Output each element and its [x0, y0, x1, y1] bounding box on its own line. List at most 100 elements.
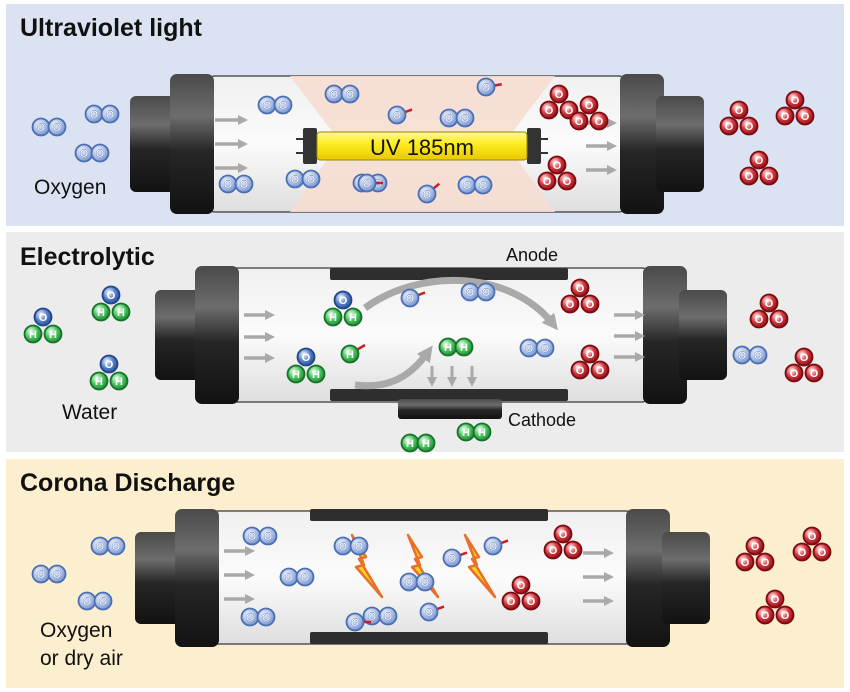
corona-top-electrode: [310, 509, 548, 521]
uv-left-cap-outer: [130, 96, 178, 192]
svg-text:O: O: [248, 531, 257, 543]
ozone-atom: O: [579, 95, 599, 115]
oxygen-atom: O: [31, 117, 51, 137]
ozone-atom: O: [765, 589, 785, 609]
svg-text:O: O: [745, 171, 754, 183]
hydrogen-atom: H: [286, 364, 306, 384]
corona-left-cap-outer: [135, 532, 183, 624]
uv-left-cap-inner: [170, 74, 214, 214]
svg-text:O: O: [818, 547, 827, 559]
svg-text:H: H: [49, 329, 57, 341]
svg-text:O: O: [96, 148, 105, 160]
oxygen-atom: O: [400, 288, 420, 308]
svg-text:O: O: [585, 100, 594, 112]
hydrogen-atom: H: [472, 422, 492, 442]
corona-input-label-line1: Oxygen: [40, 619, 112, 642]
ozone-atom: O: [511, 575, 531, 595]
water-oxygen-atom: O: [99, 354, 119, 374]
svg-text:H: H: [406, 438, 414, 450]
ozone-atom: O: [569, 111, 589, 131]
svg-text:O: O: [482, 82, 491, 94]
oxygen-atom: O: [218, 174, 238, 194]
svg-text:O: O: [517, 580, 526, 592]
svg-text:O: O: [545, 105, 554, 117]
ozone-atom: O: [739, 116, 759, 136]
svg-text:O: O: [307, 174, 316, 186]
svg-text:O: O: [105, 359, 114, 371]
hydrogen-atom: H: [43, 324, 63, 344]
oxygen-atom: O: [234, 174, 254, 194]
oxygen-radical-icon: O: [483, 536, 509, 556]
oxygen-atom: O: [100, 104, 120, 124]
ozone-atom: O: [769, 309, 789, 329]
svg-text:O: O: [745, 121, 754, 133]
oxygen-atom: O: [399, 572, 419, 592]
ozone-atom: O: [784, 363, 804, 383]
hydrogen-atom: H: [400, 433, 420, 453]
oxygen-atom: O: [31, 564, 51, 584]
oxygen-atom: O: [240, 607, 260, 627]
svg-text:O: O: [112, 541, 121, 553]
lightning-bolt-icon: [406, 533, 440, 599]
oxygen-atom: O: [476, 282, 496, 302]
svg-text:O: O: [291, 174, 300, 186]
svg-text:O: O: [755, 314, 764, 326]
svg-text:O: O: [569, 545, 578, 557]
svg-text:H: H: [462, 427, 470, 439]
svg-text:H: H: [292, 369, 300, 381]
svg-text:H: H: [349, 312, 357, 324]
ozone-atom: O: [553, 524, 573, 544]
svg-text:O: O: [765, 171, 774, 183]
uv-right-cap-inner: [620, 74, 664, 214]
ozone-atom: O: [580, 294, 600, 314]
svg-text:O: O: [406, 293, 415, 305]
oxygen-radical-icon: O: [419, 602, 445, 622]
hydrogen-atom: H: [23, 324, 43, 344]
oxygen-atom: O: [483, 536, 503, 556]
lightning-bolt-icon: [463, 533, 497, 599]
svg-text:O: O: [83, 596, 92, 608]
ozone-atom: O: [812, 542, 832, 562]
oxygen-atom: O: [324, 84, 344, 104]
ozone-atom: O: [549, 84, 569, 104]
svg-text:O: O: [80, 148, 89, 160]
svg-text:O: O: [262, 612, 271, 624]
svg-text:O: O: [53, 569, 62, 581]
svg-text:O: O: [800, 352, 809, 364]
svg-text:O: O: [725, 121, 734, 133]
svg-text:O: O: [543, 176, 552, 188]
svg-text:O: O: [423, 189, 432, 201]
oxygen-atom: O: [519, 338, 539, 358]
svg-text:O: O: [264, 531, 273, 543]
ozone-atom: O: [749, 309, 769, 329]
oxygen-atom: O: [387, 105, 407, 125]
electrolytic-right-cap-outer: [679, 290, 727, 380]
svg-text:H: H: [478, 427, 486, 439]
oxygen-radical-icon: O: [400, 288, 426, 308]
corona-left-cap-inner: [175, 509, 219, 647]
electrolytic-left-cap-outer: [155, 290, 203, 380]
uv-generator: UV 185nm Oxygen: [34, 74, 704, 214]
svg-text:O: O: [775, 314, 784, 326]
svg-text:O: O: [405, 577, 414, 589]
ozone-atom: O: [749, 150, 769, 170]
svg-text:O: O: [565, 105, 574, 117]
corona-section-title: Corona Discharge: [20, 469, 236, 497]
svg-text:H: H: [95, 376, 103, 388]
svg-text:O: O: [479, 180, 488, 192]
svg-text:O: O: [384, 611, 393, 623]
svg-text:O: O: [781, 610, 790, 622]
svg-text:O: O: [96, 541, 105, 553]
svg-text:O: O: [771, 594, 780, 606]
